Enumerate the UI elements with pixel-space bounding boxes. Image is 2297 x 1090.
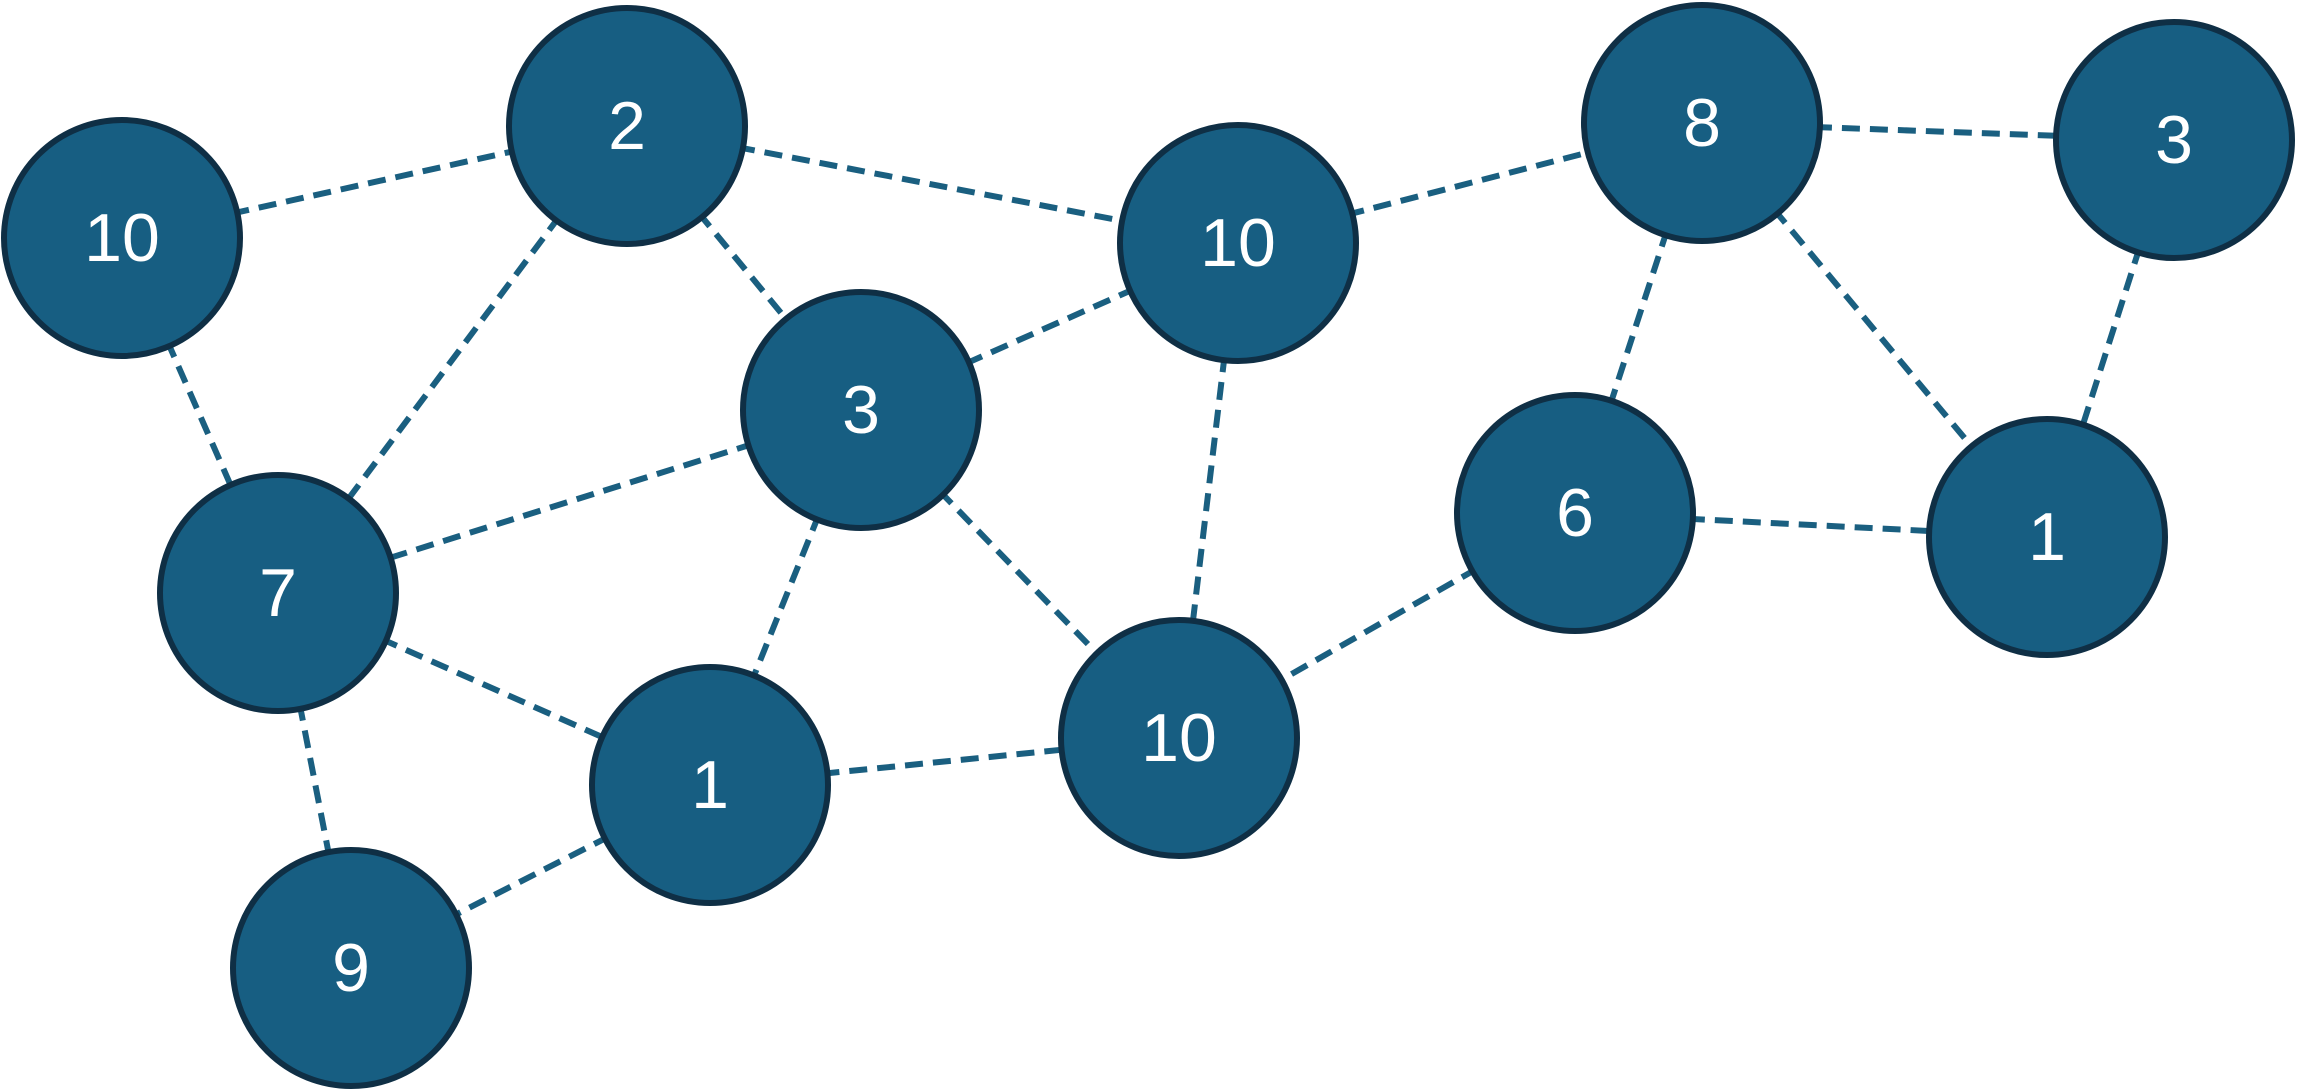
graph-node-n3: 10 xyxy=(1117,122,1359,364)
graph-node-n7: 7 xyxy=(157,472,399,714)
node-label: 3 xyxy=(2155,102,2193,178)
node-circle xyxy=(1,117,243,359)
node-circle xyxy=(157,472,399,714)
graph-node-n2: 2 xyxy=(506,5,748,247)
node-label: 1 xyxy=(2028,499,2066,575)
graph-node-n1: 10 xyxy=(1,117,243,359)
graph-node-n10: 1 xyxy=(589,664,831,906)
node-circle xyxy=(1058,617,1300,859)
graph-node-n5: 3 xyxy=(2053,19,2295,261)
node-circle xyxy=(1117,122,1359,364)
graph-node-n12: 9 xyxy=(230,847,472,1089)
graph-node-n4: 8 xyxy=(1581,2,1823,244)
node-circle xyxy=(506,5,748,247)
node-circle xyxy=(1581,2,1823,244)
node-circle xyxy=(1454,392,1696,634)
node-label: 3 xyxy=(842,372,880,448)
graph-node-n11: 10 xyxy=(1058,617,1300,859)
node-circle xyxy=(2053,19,2295,261)
graph-node-n9: 1 xyxy=(1926,416,2168,658)
node-label: 2 xyxy=(608,88,646,164)
node-circle xyxy=(230,847,472,1089)
node-label: 10 xyxy=(1141,700,1217,776)
node-label: 1 xyxy=(691,747,729,823)
node-circle xyxy=(589,664,831,906)
node-label: 10 xyxy=(84,200,160,276)
graph-node-n6: 3 xyxy=(740,289,982,531)
node-label: 9 xyxy=(332,930,370,1006)
node-circle xyxy=(1926,416,2168,658)
node-label: 7 xyxy=(259,555,297,631)
node-label: 10 xyxy=(1200,205,1276,281)
graph-node-n8: 6 xyxy=(1454,392,1696,634)
node-label: 8 xyxy=(1683,85,1721,161)
node-circle xyxy=(740,289,982,531)
node-label: 6 xyxy=(1556,475,1594,551)
